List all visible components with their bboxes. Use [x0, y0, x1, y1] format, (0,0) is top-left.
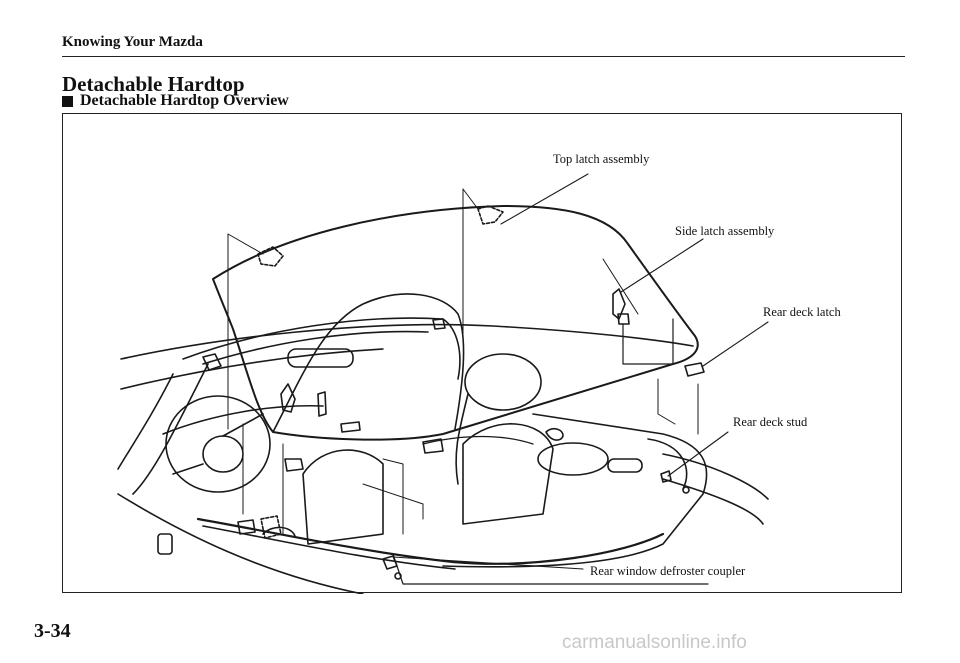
- section-subtitle: Detachable Hardtop Overview: [62, 92, 289, 110]
- header-rule: [62, 56, 905, 57]
- section-subtitle-text: Detachable Hardtop Overview: [80, 92, 289, 109]
- hardtop-figure: Top latch assembly Side latch assembly R…: [62, 113, 902, 594]
- section-title: Detachable Hardtop: [62, 72, 245, 96]
- watermark: carmanualsonline.info: [562, 632, 747, 653]
- callout-side-latch: Side latch assembly: [675, 224, 775, 238]
- callout-rear-deck-latch: Rear deck latch: [763, 305, 841, 319]
- callout-rear-deck-stud: Rear deck stud: [733, 415, 808, 429]
- hardtop-illustration: [117, 173, 769, 594]
- square-bullet-icon: [62, 95, 73, 107]
- page-number: 3-34: [34, 620, 71, 642]
- callout-top-latch: Top latch assembly: [553, 152, 650, 166]
- running-head: Knowing Your Mazda: [62, 34, 203, 50]
- callout-defroster-coupler: Rear window defroster coupler: [590, 564, 746, 578]
